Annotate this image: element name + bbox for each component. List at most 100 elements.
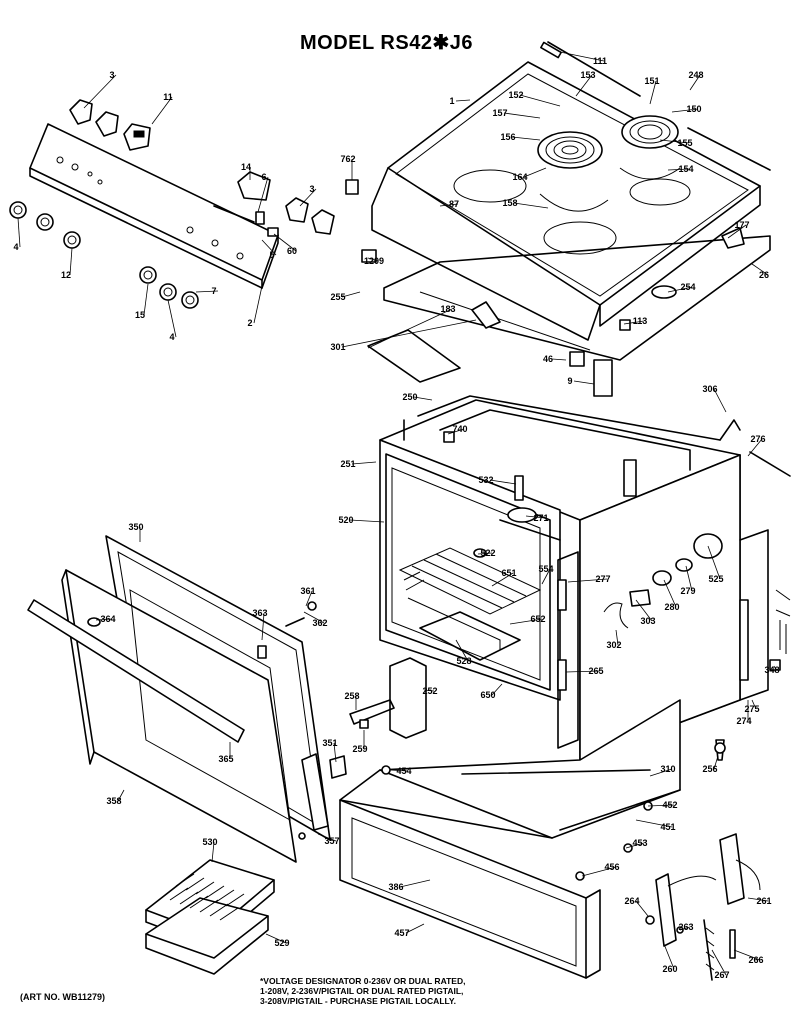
thermostat-and-switch — [213, 171, 335, 237]
callout-leader-line — [367, 308, 453, 349]
callout-label: 26 — [759, 270, 769, 280]
callout-leader-line — [303, 611, 325, 624]
oven-body — [379, 395, 741, 761]
callout-leader-line — [711, 949, 727, 976]
callout-leader-line — [17, 217, 21, 248]
callout-leader-line — [261, 612, 265, 641]
cooktop-support — [345, 179, 771, 397]
callout-leader-line — [623, 320, 645, 325]
callout-leader-line — [455, 99, 471, 102]
callout-leader-line — [513, 202, 549, 209]
callout-label: 152 — [508, 90, 523, 100]
callout-leader-line — [663, 943, 675, 970]
callout-leader-line — [253, 285, 263, 324]
callout-leader-line — [733, 949, 761, 961]
callout-label: 554 — [538, 564, 553, 574]
callout-label: 154 — [678, 164, 693, 174]
callout-label: 11 — [163, 92, 173, 102]
callout-leader-line — [707, 545, 721, 580]
callout-label: 267 — [714, 970, 729, 980]
callout-leader-line — [573, 380, 595, 385]
callout-label: 271 — [533, 513, 548, 523]
callout-label: 9 — [567, 376, 572, 386]
callout-leader-line — [211, 841, 215, 863]
callout-label: 164 — [512, 172, 527, 182]
callout-label: 150 — [686, 104, 701, 114]
diagram-title: MODEL RS42✱J6 — [300, 32, 473, 54]
callout-leader-line — [509, 618, 543, 625]
callout-leader-line — [477, 552, 493, 555]
callout-label: 4 — [169, 332, 174, 342]
callout-leader-line — [525, 515, 546, 519]
callout-leader-line — [773, 665, 777, 671]
footnote-line: 3-208V/PIGTAIL - PURCHASE PIGTAIL LOCALL… — [260, 996, 457, 1006]
callout-leader-line — [273, 233, 297, 252]
callout-label: 260 — [662, 964, 677, 974]
control-panel — [29, 123, 279, 289]
callout-label: 350 — [128, 522, 143, 532]
callout-label: 301 — [330, 342, 345, 352]
callout-label: 60 — [287, 246, 297, 256]
callout-label: 256 — [702, 764, 717, 774]
callout-leader-line — [83, 74, 117, 109]
callout-label: 451 — [660, 822, 675, 832]
callout-leader-line — [257, 176, 269, 213]
callout-leader-line — [625, 842, 645, 849]
callout-leader-line — [519, 94, 561, 107]
callout-leader-line — [351, 461, 377, 465]
callout-label: 528 — [456, 656, 471, 666]
callout-leader-line — [389, 769, 409, 772]
callout-leader-line — [713, 755, 719, 770]
callout-leader-line — [265, 933, 287, 944]
callout-label: 113 — [633, 316, 648, 326]
callout-leader-line — [575, 74, 593, 97]
callout-label: 274 — [736, 716, 751, 726]
callout-label: 762 — [340, 154, 355, 164]
callout-leader-line — [195, 290, 219, 293]
oven-door — [27, 535, 331, 863]
callout-leader-line — [615, 629, 619, 646]
callout-leader-line — [671, 108, 699, 113]
callout-leader-line — [541, 568, 551, 585]
callout-label: 276 — [750, 434, 765, 444]
callout-label: 520 — [338, 515, 353, 525]
callout-label: 361 — [300, 586, 315, 596]
callout-leader-line — [635, 599, 653, 622]
callout-label: 258 — [344, 691, 359, 701]
callout-label: 348 — [764, 665, 779, 675]
callout-label: 46 — [543, 354, 553, 364]
callout-leader-line — [559, 51, 605, 62]
cooktop — [371, 41, 771, 341]
callout-label: 158 — [502, 198, 517, 208]
callout-label: 6 — [261, 172, 266, 182]
callout-label: 252 — [422, 686, 437, 696]
callout-leader-line — [679, 926, 691, 931]
callout-leader-line — [503, 112, 541, 119]
callout-label: 3 — [309, 184, 314, 194]
callout-leader-line — [489, 479, 517, 485]
storage-drawer — [339, 699, 681, 979]
callout-leader-line — [565, 670, 601, 673]
callout-label: 303 — [640, 616, 655, 626]
callout-leader-line — [649, 768, 673, 777]
callout-label: 365 — [218, 754, 233, 764]
callout-leader-line — [751, 699, 757, 710]
callout-leader-line — [747, 897, 769, 902]
callout-label: 5 — [269, 250, 274, 260]
callout-label: 740 — [452, 424, 467, 434]
callout-label: 111 — [593, 56, 607, 66]
callout-leader-line — [567, 578, 608, 583]
callout-label: 452 — [662, 800, 677, 810]
callout-label: 532 — [478, 475, 493, 485]
callout-leader-line — [399, 879, 431, 888]
callout-label: 177 — [734, 220, 749, 230]
footnote-line: *VOLTAGE DESIGNATOR 0-236V OR DUAL RATED… — [260, 976, 466, 986]
callout-leader-line — [667, 168, 691, 171]
callout-leader-line — [143, 283, 149, 316]
callout-label: 453 — [632, 838, 647, 848]
callout-label: 2 — [247, 318, 252, 328]
callout-leader-line — [299, 188, 317, 207]
callout-leader-line — [647, 804, 675, 807]
callout-label: 183 — [440, 304, 455, 314]
